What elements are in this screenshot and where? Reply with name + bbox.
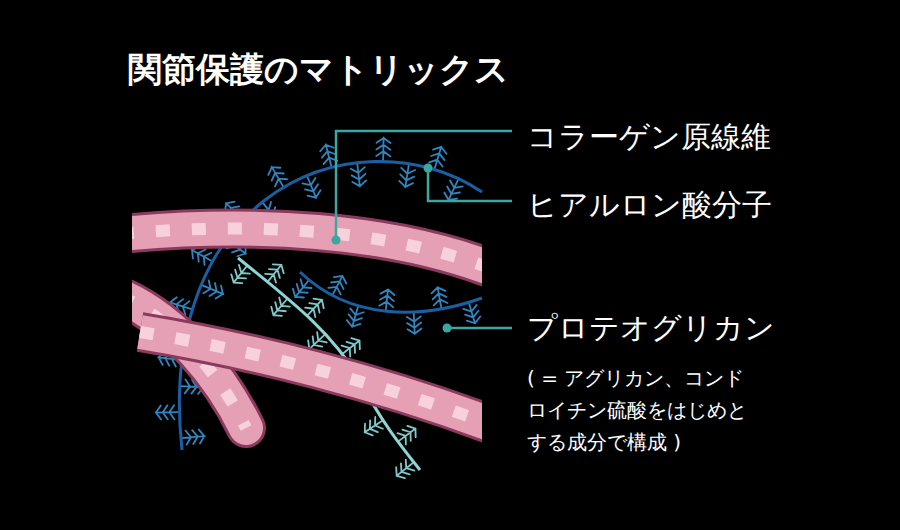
sprig bbox=[398, 426, 416, 445]
proteoglycan-sprigs bbox=[156, 137, 481, 478]
leader-dots bbox=[332, 164, 452, 333]
sprig bbox=[399, 164, 415, 188]
sprig bbox=[181, 430, 205, 445]
sprig bbox=[320, 144, 337, 167]
sprig bbox=[396, 460, 414, 479]
sprig bbox=[407, 312, 422, 334]
sprig bbox=[342, 338, 360, 357]
sprig bbox=[265, 264, 284, 282]
sprig bbox=[328, 276, 346, 296]
sprig bbox=[293, 279, 312, 297]
sprig bbox=[268, 167, 287, 188]
leader-lines bbox=[336, 131, 512, 328]
sprig bbox=[231, 265, 250, 283]
sprig bbox=[444, 179, 462, 201]
sprig bbox=[305, 299, 324, 317]
sprig bbox=[432, 287, 448, 309]
collagen-fibrils bbox=[132, 229, 482, 428]
sprig bbox=[156, 405, 180, 419]
callout-label: ヒアルロン酸分子 bbox=[527, 185, 772, 225]
title: 関節保護のマトリックス bbox=[128, 48, 509, 90]
sprig bbox=[376, 137, 390, 161]
sprig bbox=[351, 163, 366, 187]
note-text: ( = アグリカン、コンドロイチン硫酸をはじめとする成分で構成 ) bbox=[527, 362, 763, 458]
sprig bbox=[379, 289, 394, 311]
sprig bbox=[303, 176, 321, 198]
sprig bbox=[271, 297, 290, 315]
sprig bbox=[201, 280, 223, 298]
callout-label: プロテオグリカン bbox=[527, 308, 775, 348]
sprig bbox=[463, 302, 480, 323]
sprig bbox=[347, 306, 364, 327]
callout-label: コラーゲン原線維 bbox=[527, 117, 771, 157]
sprig bbox=[365, 417, 383, 435]
